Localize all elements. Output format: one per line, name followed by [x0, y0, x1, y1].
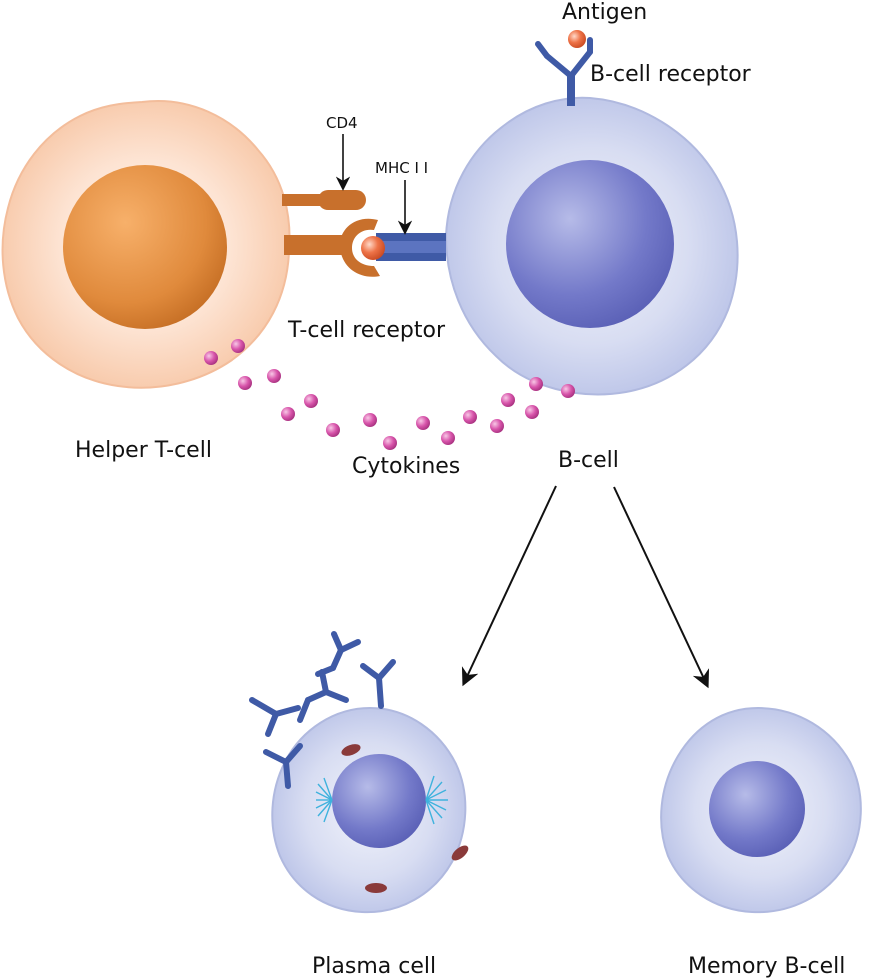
- cytokine-icon: [267, 369, 281, 383]
- cd4-label: CD4: [326, 114, 358, 132]
- cytokine-icon: [463, 410, 477, 424]
- antibody-icon: [249, 697, 301, 737]
- t-cell-nucleus: [63, 165, 227, 329]
- arrow-to-memory-b-cell: [613, 486, 710, 689]
- b-cell-receptor-molecule: [535, 30, 593, 106]
- cytokine-icon: [281, 407, 295, 421]
- cytokine-icon: [304, 394, 318, 408]
- cytokines-label: Cytokines: [352, 454, 461, 479]
- mhc-ii-molecule: [376, 233, 446, 261]
- cytokine-icon: [238, 376, 252, 390]
- cytokine-icon: [231, 339, 245, 353]
- helper-t-cell: [1, 100, 291, 389]
- cytokines-group: [204, 339, 575, 450]
- cytokine-icon: [363, 413, 377, 427]
- cytokine-icon: [383, 436, 397, 450]
- antibody-icon: [360, 659, 396, 709]
- cytokine-icon: [416, 416, 430, 430]
- cytokine-icon: [529, 377, 543, 391]
- arrow-to-plasma-cell: [461, 485, 557, 687]
- cytokine-icon: [525, 405, 539, 419]
- plasma-cell-label: Plasma cell: [312, 954, 437, 979]
- cytokine-icon: [326, 423, 340, 437]
- b-cell-label: B-cell: [558, 448, 619, 473]
- mitochondrion-icon: [451, 845, 469, 861]
- mitochondrion-icon: [341, 744, 361, 756]
- antibodies-group: [249, 631, 396, 789]
- t-cell-receptor-molecule: [284, 218, 380, 277]
- plasma-cell-nucleus: [332, 754, 426, 848]
- t-cell-receptor-label: T-cell receptor: [288, 318, 446, 343]
- antibody-icon: [297, 669, 349, 723]
- memory-b-cell-label: Memory B-cell: [688, 954, 846, 979]
- b-cell-nucleus: [506, 160, 674, 328]
- b-cell-receptor-label: B-cell receptor: [590, 62, 751, 87]
- centrosome-fibers-left: [315, 777, 333, 823]
- cytokine-icon: [561, 384, 575, 398]
- cytokine-icon: [490, 419, 504, 433]
- mitochondrion-icon: [365, 883, 387, 893]
- antibody-icon: [263, 743, 303, 789]
- cd4-molecule: [282, 190, 366, 210]
- cytokine-icon: [441, 431, 455, 445]
- antigen-label: Antigen: [562, 0, 648, 25]
- memory-b-cell: [660, 706, 862, 914]
- centrosome-fibers-right: [425, 775, 448, 825]
- b-cell: [444, 96, 739, 396]
- mhc-ii-label: MHC I I: [375, 159, 429, 177]
- antigen-icon: [568, 30, 586, 48]
- cytokine-icon: [204, 351, 218, 365]
- antibody-icon: [315, 631, 361, 677]
- cytokine-icon: [501, 393, 515, 407]
- helper-t-cell-label: Helper T-cell: [75, 438, 212, 463]
- plasma-cell: [271, 706, 469, 914]
- memory-b-cell-nucleus: [709, 761, 805, 857]
- presented-antigen-icon: [361, 236, 385, 260]
